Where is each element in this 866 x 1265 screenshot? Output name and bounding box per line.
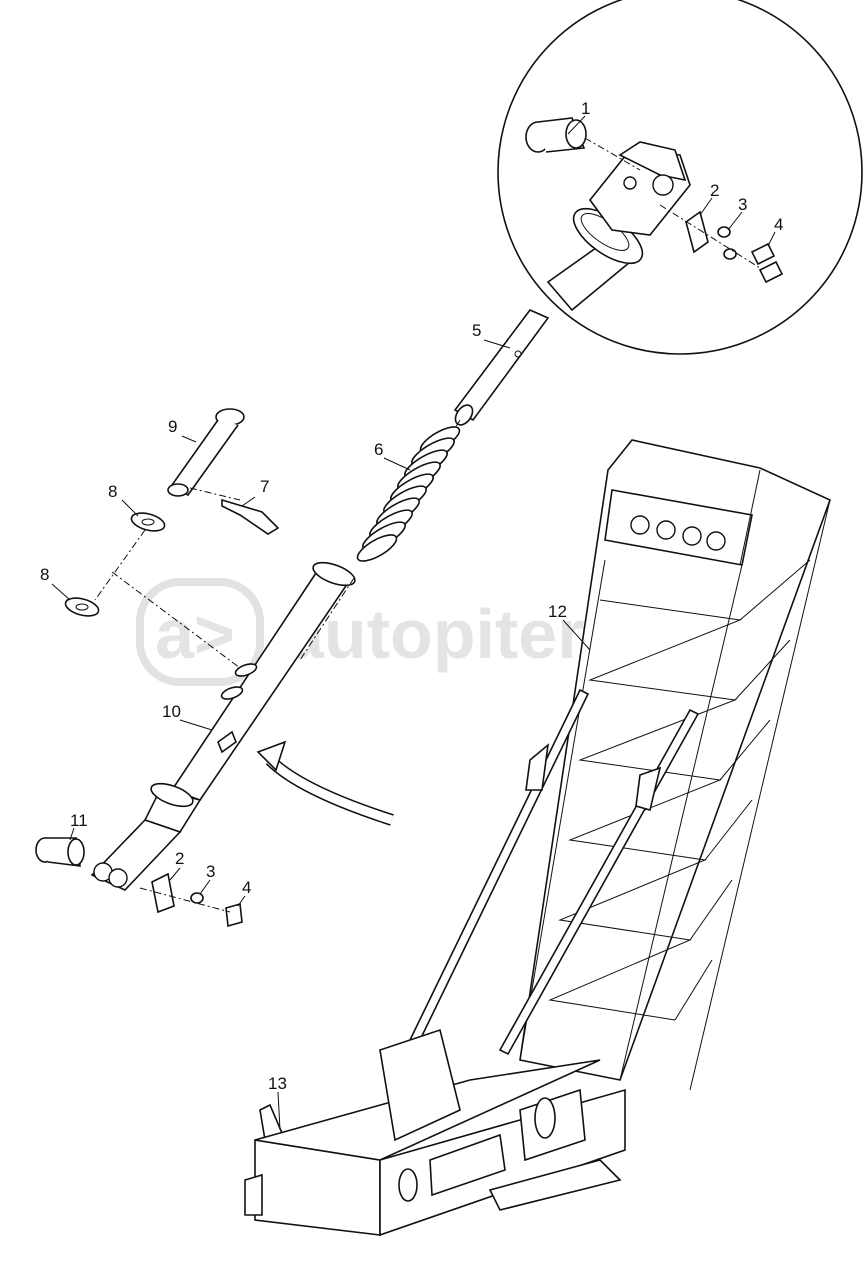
bolt-part-4-bottom	[225, 902, 243, 928]
callout-6: 6	[374, 440, 383, 459]
tube-part-10	[90, 561, 356, 891]
callout-10: 10	[162, 702, 181, 721]
callout-8-bottom: 8	[40, 565, 49, 584]
callout-13: 13	[268, 1074, 287, 1093]
callout-2: 2	[710, 181, 719, 200]
callout-11: 11	[70, 811, 88, 830]
callout-12: 12	[548, 602, 567, 621]
washer-part-3-bottom	[190, 892, 204, 904]
pin-part-9	[167, 408, 245, 501]
callout-8-top: 8	[108, 482, 117, 501]
washer-part-8-top	[130, 512, 166, 532]
callout-7: 7	[260, 477, 269, 496]
pin-part-11	[35, 837, 85, 867]
callout-5: 5	[472, 321, 481, 340]
callout-4-bottom: 4	[242, 878, 251, 897]
callouts: 1 2 3 4 5 6 7 8 8 9 10 11 2 3 4 12 13	[40, 99, 783, 1093]
base-frame-part-13	[244, 1028, 626, 1237]
rotation-arrow	[256, 740, 394, 826]
spring-part-6	[356, 426, 461, 562]
callout-3-bottom: 3	[206, 862, 215, 881]
cotter-part-7	[221, 498, 280, 535]
lattice-boom-part-12	[408, 439, 832, 1091]
callout-3: 3	[738, 195, 747, 214]
callout-4: 4	[774, 215, 783, 234]
washer-part-8-bottom	[64, 597, 100, 617]
detail-circle	[497, 0, 863, 355]
leader-lines	[51, 115, 776, 1131]
callout-2-bottom: 2	[175, 849, 184, 868]
callout-9: 9	[168, 417, 177, 436]
clip-part-2-bottom	[151, 872, 175, 914]
callout-1: 1	[581, 99, 590, 118]
watermark-badge: a>	[155, 595, 235, 673]
